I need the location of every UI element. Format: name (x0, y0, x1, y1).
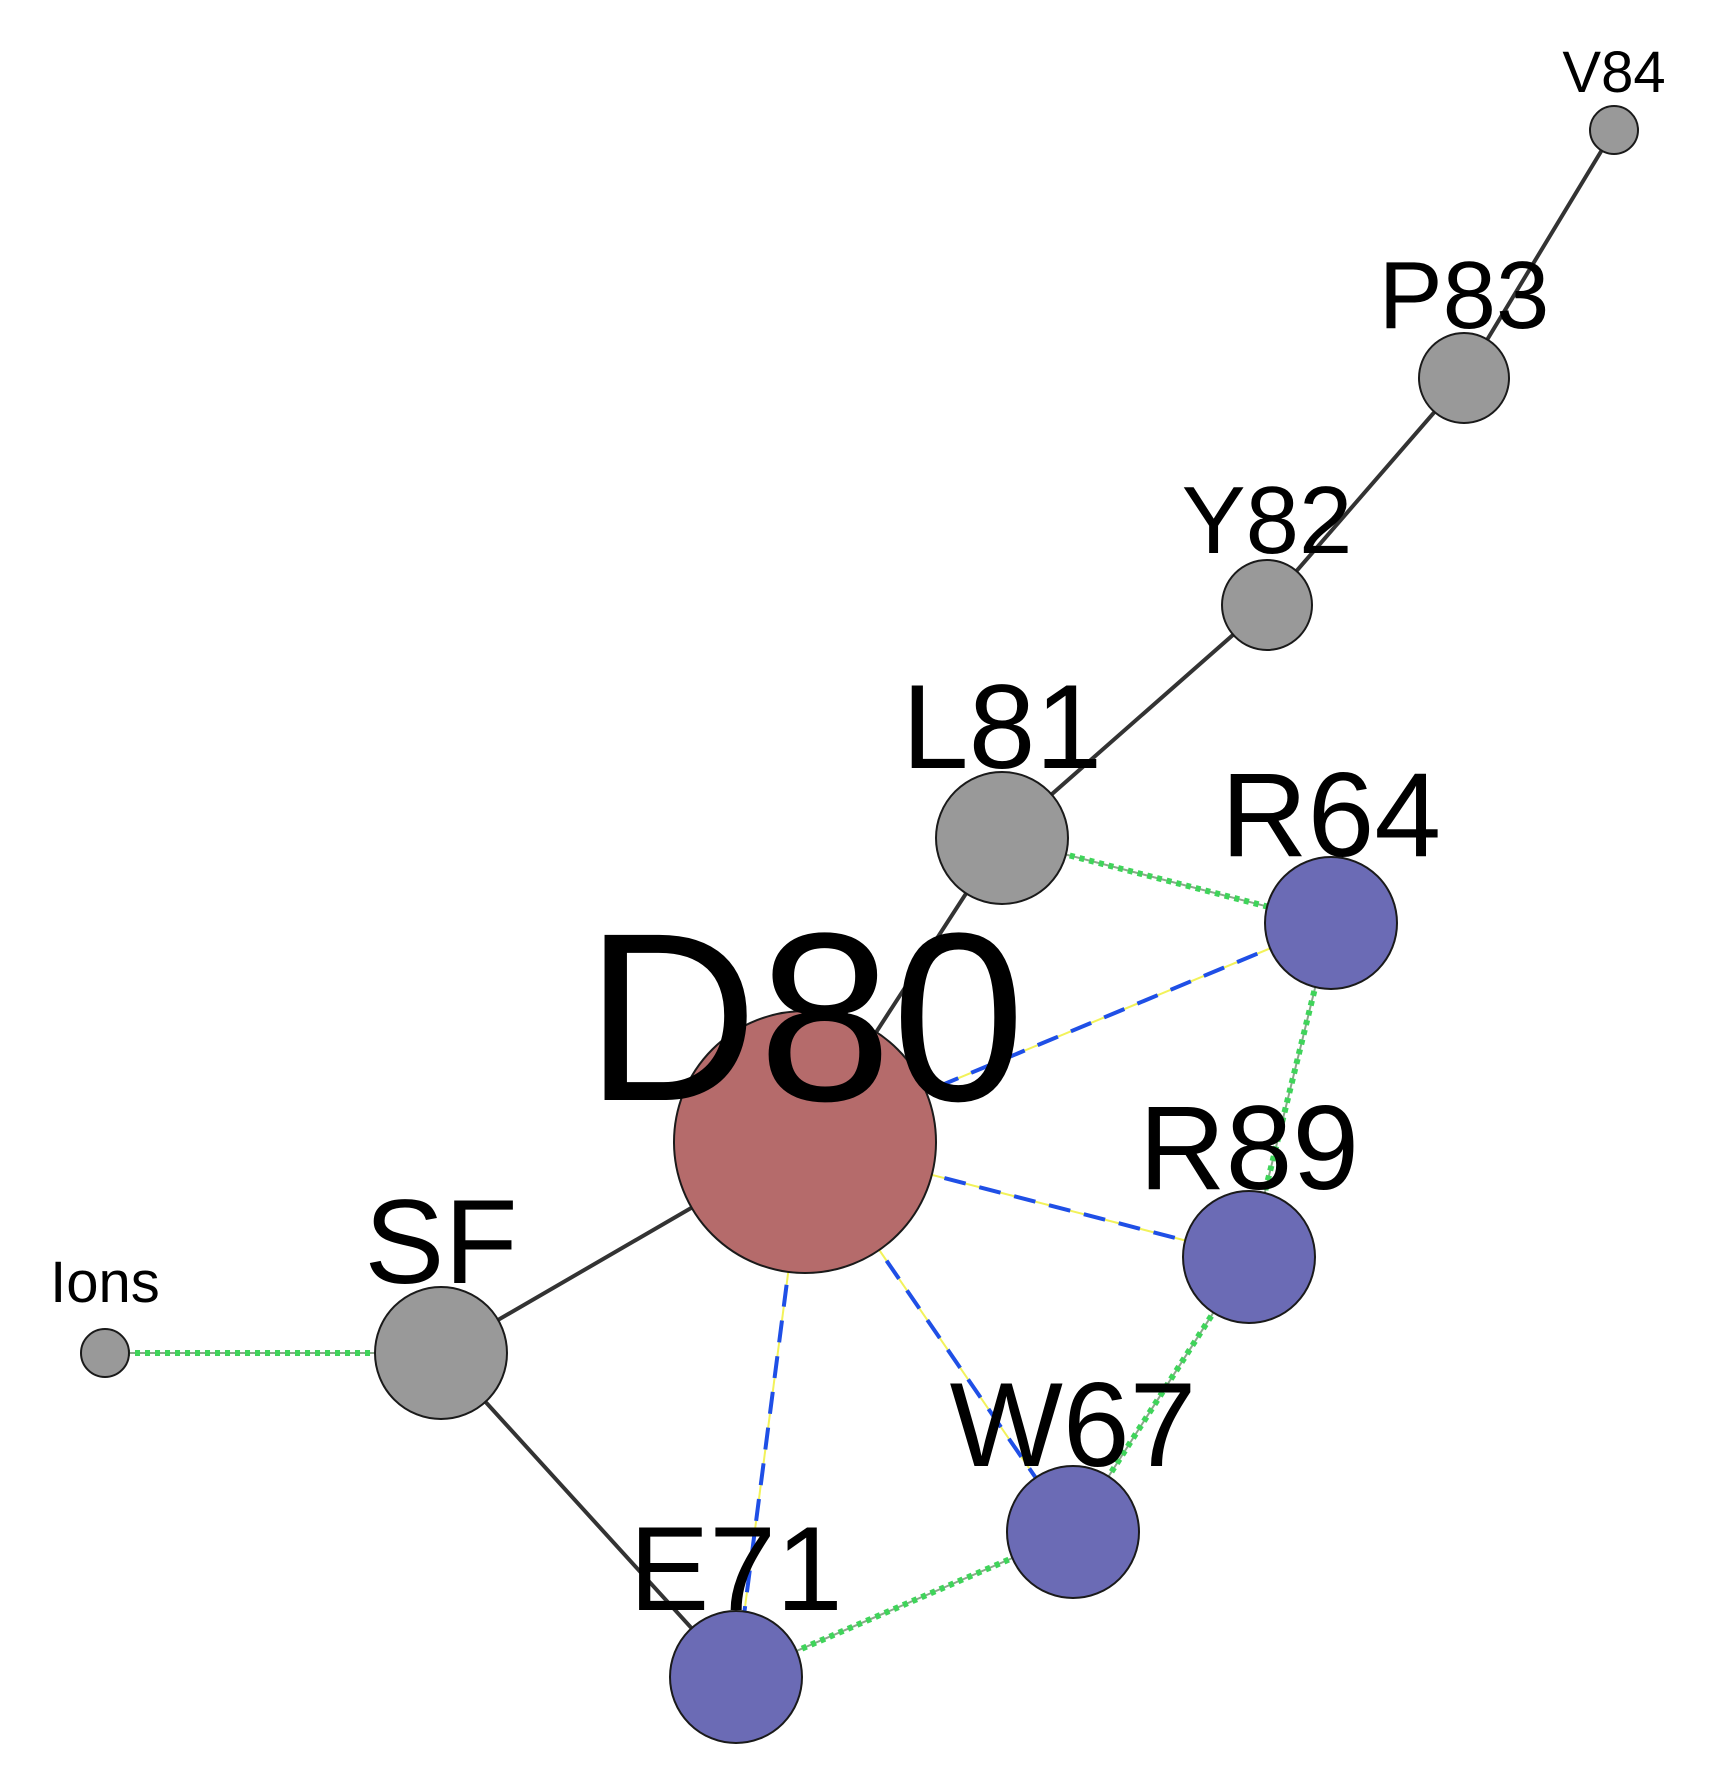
node-sf[interactable] (374, 1286, 508, 1420)
node-l81[interactable] (935, 771, 1069, 905)
node-ions[interactable] (80, 1328, 130, 1378)
node-label-w67: W67 (950, 1358, 1197, 1492)
node-r89[interactable] (1182, 1190, 1316, 1324)
node-label-r64: R64 (1221, 748, 1441, 882)
node-w67[interactable] (1006, 1465, 1140, 1599)
node-label-y82: Y82 (1182, 467, 1353, 574)
node-label-r89: R89 (1139, 1081, 1359, 1215)
node-label-sf: SF (364, 1175, 517, 1309)
node-v84[interactable] (1589, 105, 1639, 155)
nodes-layer (80, 105, 1639, 1744)
edge-backbone-v84-p83 (1462, 128, 1616, 380)
edge-backbone-p83-y82 (1265, 376, 1466, 607)
node-label-l81: L81 (902, 660, 1102, 794)
node-p83[interactable] (1418, 332, 1510, 424)
node-label-p83: P83 (1379, 242, 1550, 349)
node-d80[interactable] (673, 1010, 937, 1274)
node-e71[interactable] (669, 1610, 803, 1744)
node-label-v84: V84 (1562, 40, 1665, 105)
node-label-e71: E71 (629, 1502, 843, 1636)
node-y82[interactable] (1221, 559, 1313, 651)
node-label-d80: D80 (585, 883, 1025, 1151)
node-r64[interactable] (1264, 856, 1398, 990)
edge-backbone-sf-e71 (439, 1351, 738, 1679)
node-label-ions: Ions (50, 1250, 160, 1315)
